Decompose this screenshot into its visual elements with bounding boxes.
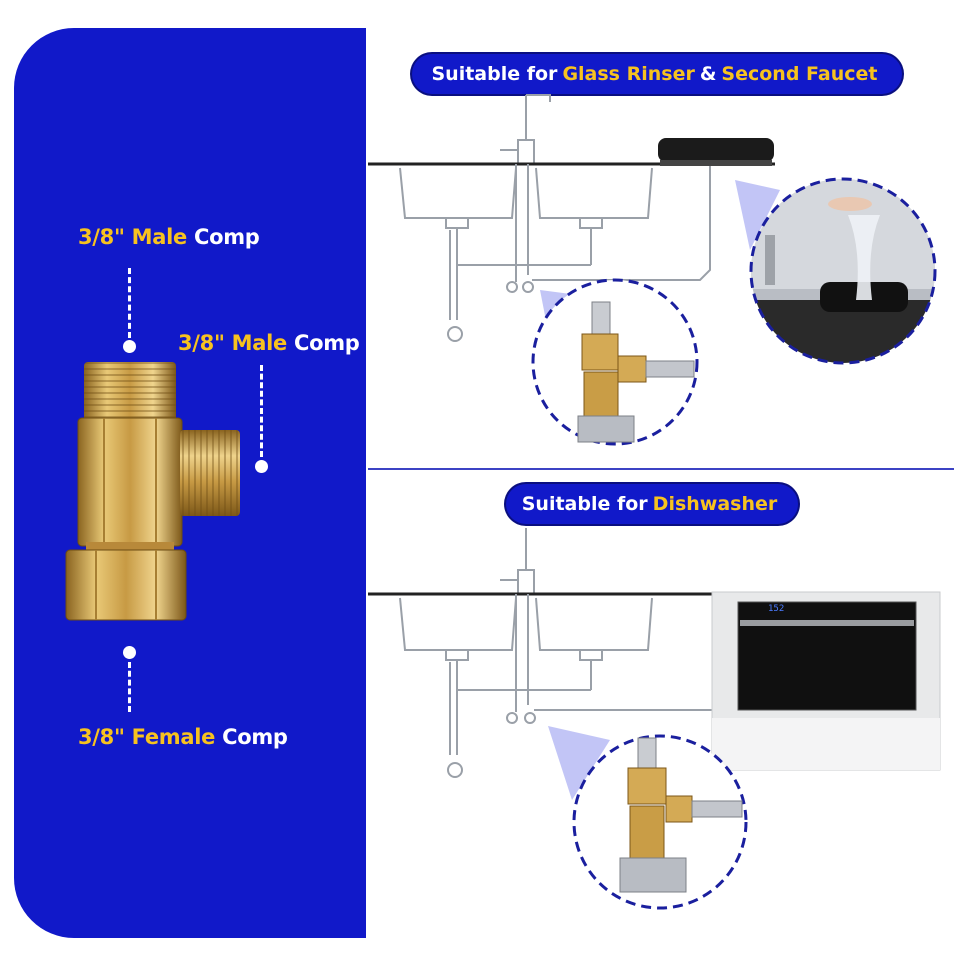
bottom-port-leader [128,662,131,712]
glass-rinser-unit [658,138,774,162]
top-port-label: 3/8" Male Comp [78,225,260,249]
side-port-dot [255,460,268,473]
side-port-label: 3/8" Male Comp [178,331,360,355]
top-port-leader [128,268,131,338]
dishwasher-display: 152 [768,604,785,614]
bottom-port-dot [123,646,136,659]
bottom-port-label: 3/8" Female Comp [78,725,288,749]
top-port-dot [123,340,136,353]
section-divider [368,468,954,470]
side-port-leader [260,365,263,457]
